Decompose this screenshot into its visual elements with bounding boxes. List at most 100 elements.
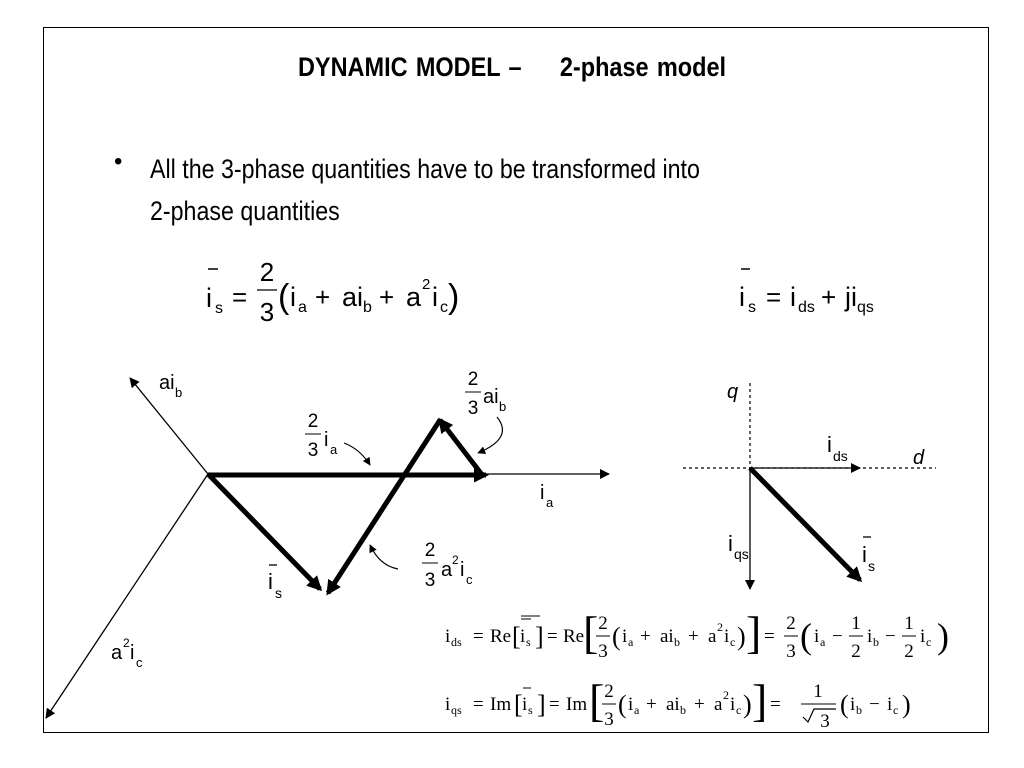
eq-iqs-eq2: = bbox=[549, 694, 560, 715]
eq1-lhs-sub: s bbox=[215, 300, 223, 317]
eq-ids-ib-sub: b bbox=[873, 635, 879, 649]
eq1-frac-num: 2 bbox=[260, 257, 274, 287]
eq-iqs-ai-sub: b bbox=[680, 703, 686, 717]
slide-title: DYNAMIC MODEL –2-phase model bbox=[67, 52, 958, 83]
label-axis-c-sup: 2 bbox=[123, 636, 130, 650]
eq-ids-f3-num: 1 bbox=[851, 613, 861, 634]
frac-a-den: 3 bbox=[308, 440, 319, 461]
equation-is-2phase: i s = i ds + ji qs bbox=[739, 268, 874, 316]
dq-diagram-labels: q d i ds i qs i s bbox=[727, 381, 925, 574]
eq-ids-f4-den: 2 bbox=[904, 641, 914, 662]
label-result-sub: s bbox=[275, 585, 282, 601]
label-comp-c-sup: 2 bbox=[452, 553, 459, 567]
eq1-t3-sub: c bbox=[440, 299, 448, 316]
vector-diagram-3phase bbox=[45, 377, 610, 719]
eq-ids-close2: ) bbox=[937, 616, 949, 656]
callout-a-arrow bbox=[343, 442, 371, 466]
label-is: i bbox=[862, 542, 867, 567]
label-is-sub: s bbox=[868, 558, 875, 574]
label-comp-a-sub: a bbox=[330, 442, 338, 457]
callout-b-arrow bbox=[477, 416, 503, 454]
eq2-lhs-sub: s bbox=[748, 299, 756, 316]
result-is-vector bbox=[206, 472, 323, 592]
component-b-vector bbox=[438, 417, 485, 478]
eq-ids-close1: ) bbox=[737, 622, 746, 651]
equation-is-3phase: i s = 2 3 ( i a + ai b + a 2 i c ) bbox=[206, 257, 459, 327]
eq-iqs-lb1: [ bbox=[514, 690, 523, 719]
eq2-t1: i bbox=[790, 282, 796, 312]
eq-iqs-close1: ) bbox=[743, 690, 752, 719]
eq-ids-lb2: [ bbox=[583, 607, 598, 658]
eq-ids-ia-sub: a bbox=[820, 635, 826, 649]
label-result-is: i bbox=[268, 569, 273, 594]
eq-ids-ai: ai bbox=[660, 626, 674, 647]
eq-ids-i1: i bbox=[622, 626, 627, 647]
eq1-t1-sub: a bbox=[298, 299, 307, 316]
frac-a-num: 2 bbox=[308, 411, 319, 432]
eq-iqs-lhs: i bbox=[445, 694, 450, 715]
eq-iqs-close2: ) bbox=[902, 690, 911, 719]
slide-frame bbox=[43, 27, 989, 733]
eq2-lhs: i bbox=[739, 282, 745, 312]
eq-iqs-rb1: ] bbox=[537, 690, 546, 719]
eq-ids-ic2: i bbox=[920, 626, 925, 647]
label-axis-b-sub: b bbox=[175, 385, 182, 400]
equation-ids: i ds = Re [ i s ] = Re [ 2 3 ( i a + ai … bbox=[445, 607, 949, 662]
eq-iqs-plus1: + bbox=[646, 694, 657, 715]
eq-ids-open1: ( bbox=[612, 622, 621, 651]
eq-ids-ic: i bbox=[724, 626, 729, 647]
eq-ids-open2: ( bbox=[800, 616, 812, 656]
label-axis-b: ai bbox=[159, 372, 175, 394]
eq-ids-re2: Re bbox=[563, 626, 584, 647]
eq-ids-ai-sub: b bbox=[674, 635, 680, 649]
eq-iqs-i1: i bbox=[628, 694, 633, 715]
label-axis-c-a: a bbox=[111, 642, 123, 664]
eq-ids-plus1: + bbox=[640, 626, 651, 647]
eq-iqs-im2: Im bbox=[566, 694, 587, 715]
eq1-close: ) bbox=[448, 278, 459, 316]
eq-ids-ic-sub: c bbox=[730, 635, 735, 649]
bullet-symbol: • bbox=[114, 148, 123, 175]
eq-iqs-ib-sub: b bbox=[856, 703, 862, 717]
eq-ids-f4-num: 1 bbox=[904, 613, 914, 634]
eq1-t3-a: a bbox=[406, 282, 422, 312]
eq-ids-is-sub: s bbox=[526, 635, 531, 649]
eq2-t2: ji bbox=[844, 282, 857, 312]
eq-ids-eq3: = bbox=[764, 626, 775, 647]
eq1-open: ( bbox=[278, 278, 290, 316]
label-d: d bbox=[913, 447, 925, 469]
eq-iqs-im1: Im bbox=[490, 694, 511, 715]
eq-iqs-ic: i bbox=[730, 694, 735, 715]
dq-diagram bbox=[683, 383, 936, 590]
eq-ids-rb2: ] bbox=[746, 607, 761, 658]
frac-b-den: 3 bbox=[468, 398, 479, 419]
eq-iqs-ai: ai bbox=[666, 694, 680, 715]
eq-iqs-rb2: ] bbox=[752, 675, 767, 726]
label-comp-c-a: a bbox=[441, 559, 453, 581]
eq-ids-re1: Re bbox=[490, 626, 511, 647]
eq-iqs-f1-num: 2 bbox=[604, 681, 614, 702]
vector-diagram-3phase-labels: i a ai b a 2 i c 2 3 i a 2 3 ai b 2 3 a … bbox=[111, 369, 554, 670]
label-axis-c-sub: c bbox=[136, 655, 143, 670]
eq-iqs-a: a bbox=[714, 694, 723, 715]
eq-ids-plus2: + bbox=[688, 626, 699, 647]
eq1-t2: ai bbox=[342, 282, 363, 312]
label-ids: i bbox=[827, 432, 832, 457]
component-c-vector bbox=[325, 418, 443, 596]
eq-ids-f1-den: 3 bbox=[598, 641, 608, 662]
eq-iqs-open1: ( bbox=[618, 690, 627, 719]
label-axis-a: i bbox=[540, 482, 544, 504]
eq1-t3-sup: 2 bbox=[422, 276, 430, 293]
eq-ids-ib: i bbox=[867, 626, 872, 647]
eq-ids-is: i bbox=[520, 626, 525, 647]
eq-ids-eq1: = bbox=[473, 626, 484, 647]
eq-iqs-sqrt-sign bbox=[802, 708, 836, 724]
callout-c-arrow bbox=[369, 544, 399, 570]
eq-ids-minus2: − bbox=[885, 626, 896, 647]
eq-iqs-is-sub: s bbox=[528, 703, 533, 717]
eq-iqs-i1-sub: a bbox=[634, 703, 640, 717]
bullet-text: All the 3-phase quantities have to be tr… bbox=[150, 148, 769, 232]
frac-b-num: 2 bbox=[468, 369, 479, 390]
title-left: DYNAMIC MODEL – bbox=[297, 52, 522, 82]
